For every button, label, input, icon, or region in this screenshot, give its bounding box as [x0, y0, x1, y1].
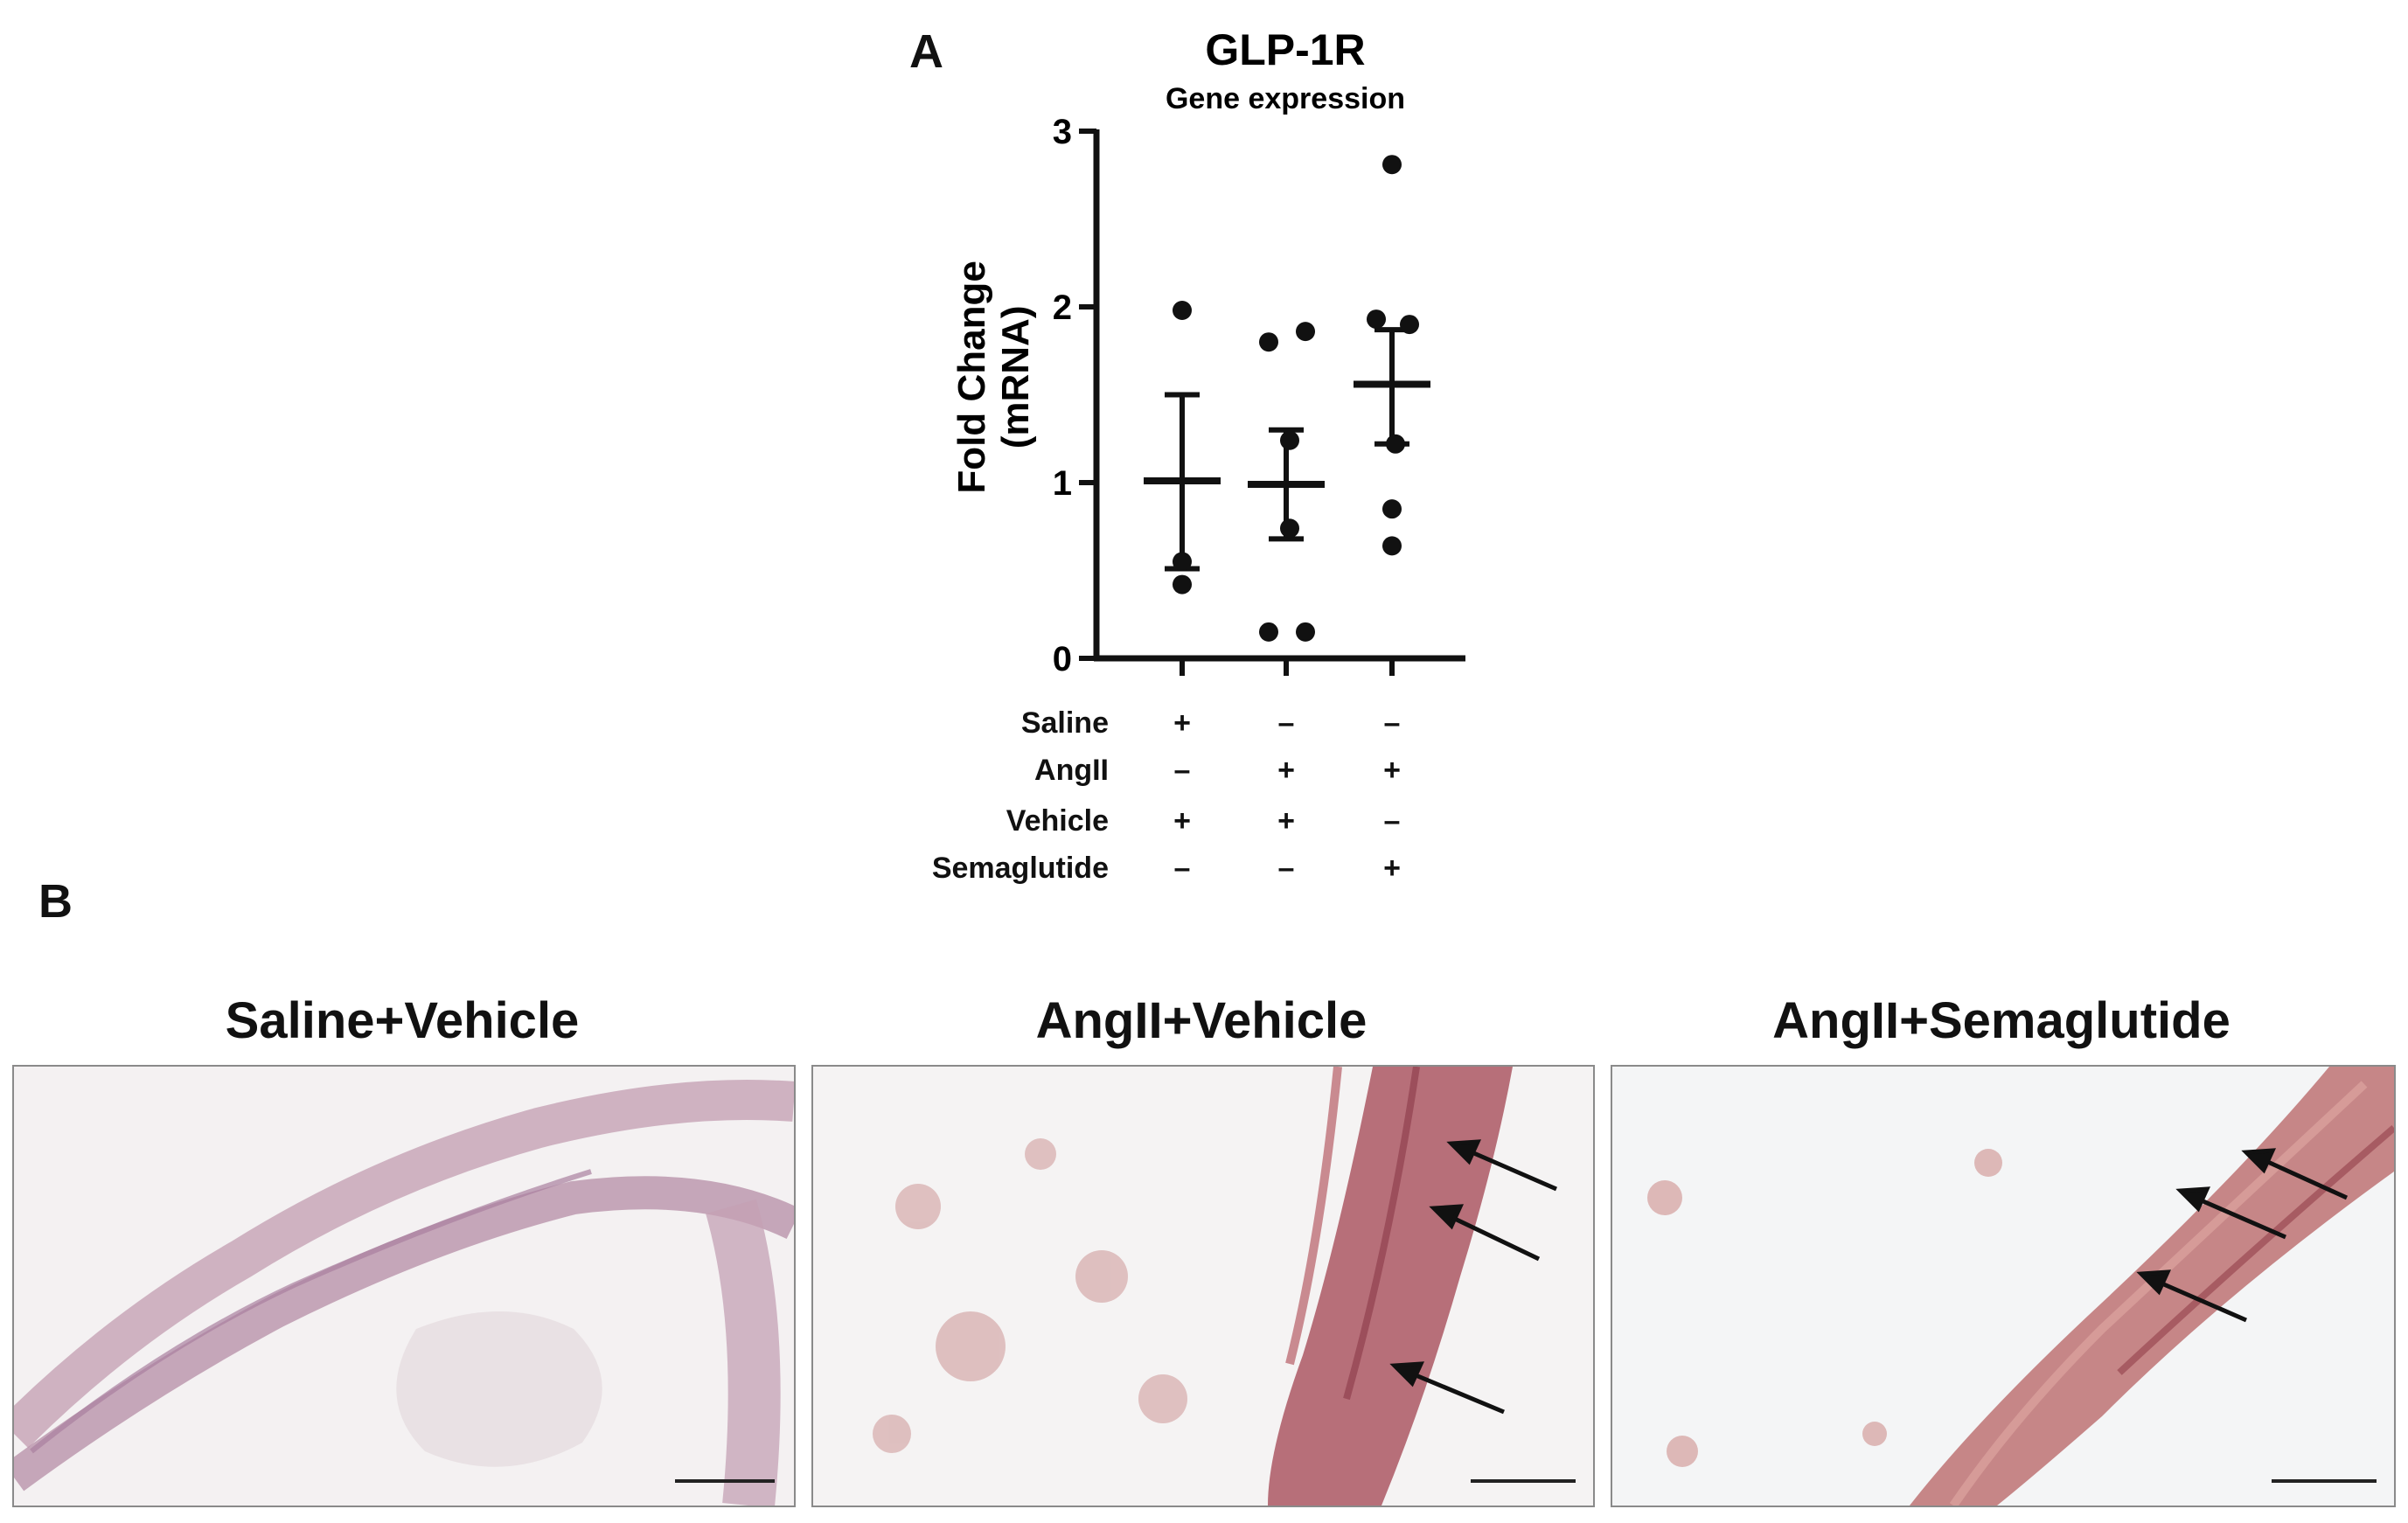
condition-label-3: Semaglutide [931, 852, 1109, 885]
micrograph-angii-semaglutide [1611, 1065, 2396, 1507]
data-point-0-0 [1173, 301, 1192, 321]
micrograph-angii-vehicle [811, 1065, 1595, 1507]
y-tick-label-2: 2 [1053, 289, 1072, 327]
condition-sign-3-0: – [1173, 852, 1191, 885]
y-axis-label-line1: Fold Change [950, 261, 993, 493]
panel-b-label: B [38, 875, 73, 928]
data-point-0-2 [1173, 574, 1192, 595]
data-point-2-5 [1382, 536, 1402, 556]
data-point-1-4 [1259, 622, 1278, 642]
data-point-1-2 [1280, 430, 1299, 450]
chart-title: GLP-1R [1205, 25, 1365, 74]
micrograph-saline-vehicle [12, 1065, 796, 1507]
data-point-2-1 [1367, 309, 1386, 330]
data-point-1-1 [1296, 322, 1315, 342]
condition-sign-3-1: – [1277, 852, 1295, 885]
image-title-1: AngII+Vehicle [1035, 992, 1368, 1049]
condition-sign-2-1: + [1277, 804, 1295, 838]
data-point-2-2 [1400, 315, 1419, 335]
condition-label-0: Saline [1020, 706, 1109, 740]
condition-label-1: AngII [1034, 754, 1109, 787]
image-title-2: AngII+Semaglutide [1772, 992, 2231, 1049]
panel-a-label: A [909, 25, 943, 78]
condition-sign-1-2: + [1383, 754, 1401, 787]
data-point-1-0 [1259, 332, 1278, 352]
condition-sign-3-2: + [1383, 852, 1401, 885]
data-point-2-3 [1386, 434, 1405, 454]
y-tick-label-0: 0 [1053, 640, 1072, 678]
y-axis-label-line2: (mRNA) [994, 306, 1037, 449]
data-point-2-4 [1382, 499, 1402, 519]
condition-sign-0-1: – [1277, 706, 1295, 740]
image-title-0: Saline+Vehicle [225, 992, 580, 1049]
data-point-0-1 [1173, 552, 1192, 572]
condition-sign-1-1: + [1277, 754, 1295, 787]
condition-sign-2-2: – [1383, 804, 1401, 838]
condition-sign-0-0: + [1173, 706, 1191, 740]
condition-label-2: Vehicle [1006, 804, 1109, 838]
data-point-1-5 [1296, 622, 1315, 642]
y-tick-label-3: 3 [1053, 113, 1072, 151]
data-point-1-3 [1280, 518, 1299, 539]
condition-sign-2-0: + [1173, 804, 1191, 838]
y-tick-label-1: 1 [1053, 464, 1072, 503]
data-point-2-0 [1382, 155, 1402, 175]
condition-sign-1-0: – [1173, 754, 1191, 787]
chart-subtitle: Gene expression [1166, 82, 1405, 115]
condition-sign-0-2: – [1383, 706, 1401, 740]
